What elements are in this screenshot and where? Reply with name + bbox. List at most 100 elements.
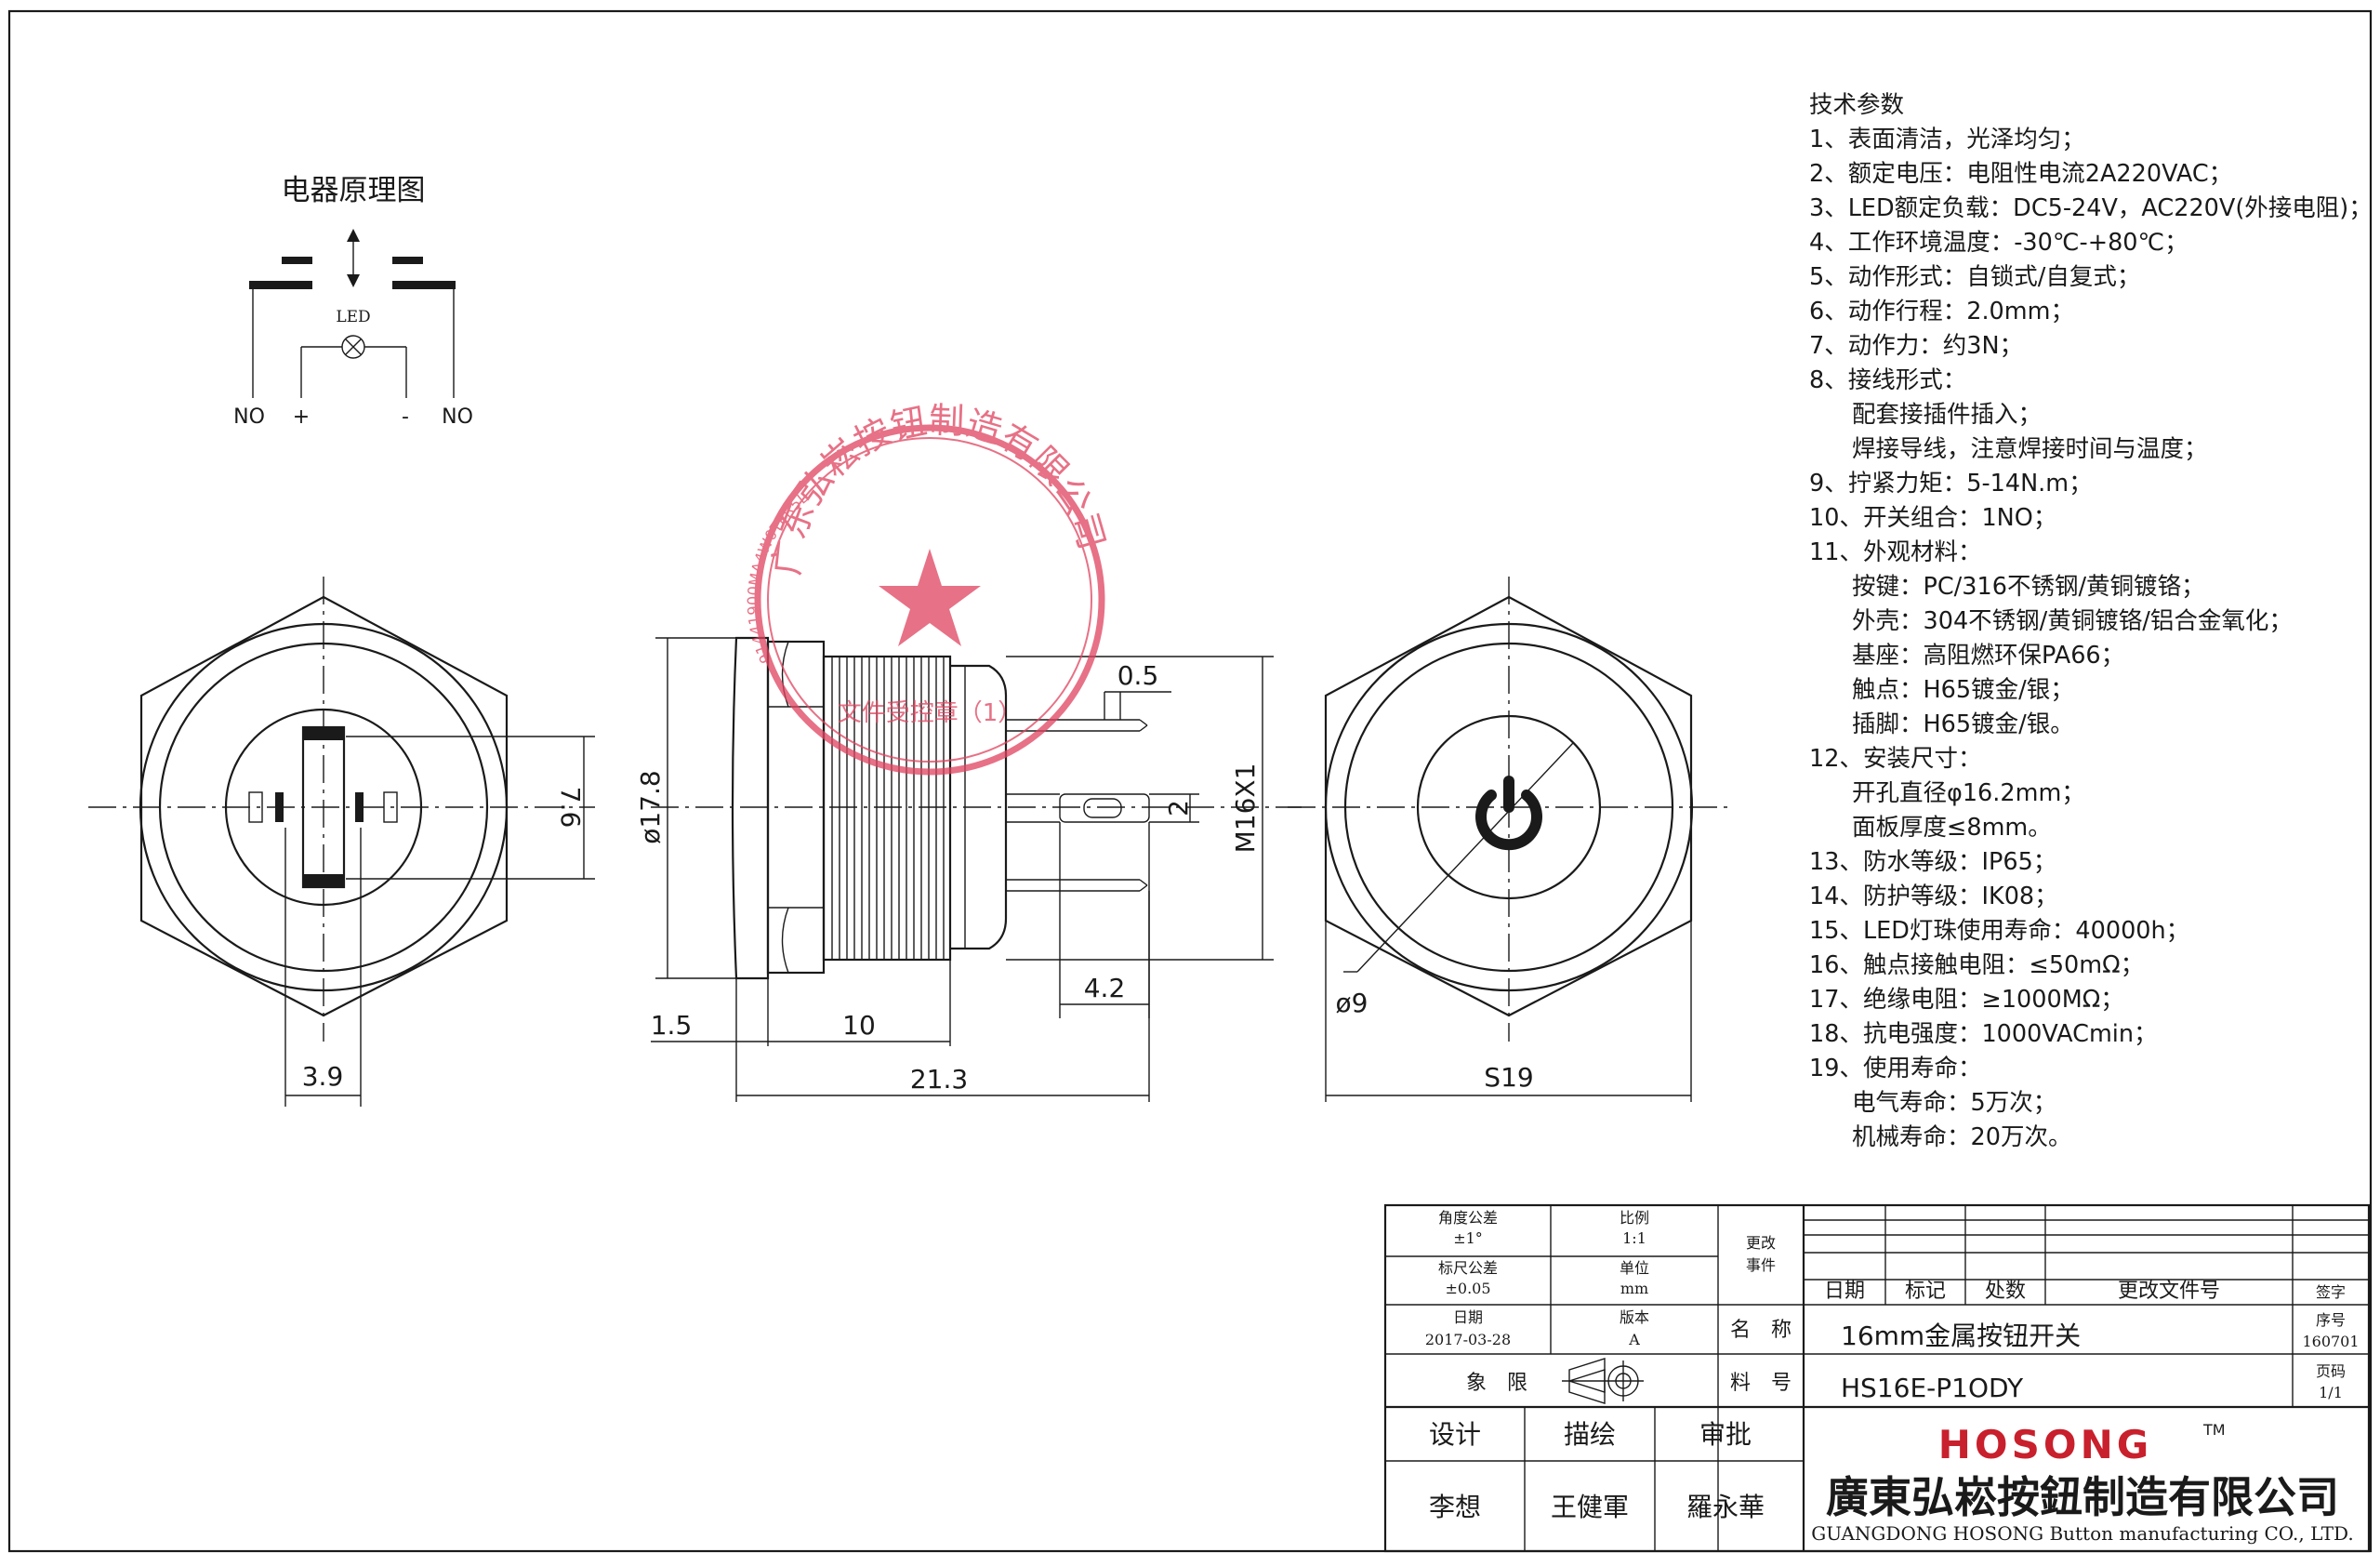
arrow-down-icon: [347, 274, 360, 287]
spec-line: 开孔直径φ16.2mm；: [1852, 779, 2085, 807]
version-label: 版本: [1620, 1308, 1649, 1326]
schematic: 电器原理图 LED NO + - NO: [233, 174, 473, 429]
drafter-name: 王健軍: [1551, 1492, 1629, 1522]
draw-label: 描绘: [1564, 1419, 1616, 1450]
dim-tol-value: ±0.05: [1445, 1280, 1490, 1297]
spec-line: 12、安装尺寸：: [1809, 745, 1981, 773]
spec-line: 4、工作环境温度：-30℃-+80℃；: [1809, 229, 2188, 257]
spec-line: 19、使用寿命：: [1809, 1055, 1981, 1082]
rear-view: 7.6 3.9: [88, 577, 595, 1107]
spec-line: 触点：H65镀金/银；: [1852, 676, 2074, 704]
spec-line: 按键：PC/316不锈钢/黄铜镀铬；: [1852, 573, 2205, 601]
spec-line: 3、LED额定负载：DC5-24V，AC220V(外接电阻)；: [1809, 194, 2373, 222]
contact-icon: [282, 257, 312, 264]
spec-line: 5、动作形式：自锁式/自复式；: [1809, 263, 2140, 291]
led-label: LED: [336, 308, 370, 326]
dim-21-3: 21.3: [910, 1064, 968, 1095]
spec-line: 9、拧紧力矩：5-14N.m；: [1809, 470, 2093, 498]
bezel: [731, 636, 770, 980]
scale-label: 比例: [1620, 1209, 1649, 1227]
change-event-label: 更改: [1746, 1234, 1776, 1252]
hdr-date: 日期: [1824, 1280, 1865, 1303]
spec-line: 8、接线形式：: [1809, 366, 1966, 394]
spec-line: 面板厚度≤8mm。: [1852, 814, 2052, 842]
minus-label: -: [402, 405, 409, 429]
angle-tol-value: ±1°: [1453, 1229, 1483, 1247]
stamp-subtext: 文件受控章（1）: [838, 699, 1023, 727]
company-name-en: GUANGDONG HOSONG Button manufacturing CO…: [1811, 1522, 2353, 1545]
spec-line: 17、绝缘电阻：≥1000MΩ；: [1809, 986, 2124, 1014]
sheet-border: [7, 9, 2373, 1553]
threaded-body: [822, 655, 952, 962]
part-label: 料 号: [1730, 1372, 1792, 1395]
name-label: 名 称: [1730, 1319, 1792, 1342]
page-label: 页码: [2316, 1362, 2346, 1380]
dim-1-5: 1.5: [651, 1010, 693, 1041]
dim-10: 10: [842, 1010, 876, 1041]
dim-tol-label: 标尺公差: [1438, 1259, 1498, 1277]
projection-symbol-icon: [1562, 1358, 1644, 1404]
spec-list: 技术参数1、表面清洁，光泽均匀；2、额定电压：电阻性电流2A220VAC；3、L…: [1809, 91, 2373, 1151]
terminal-left: [248, 791, 263, 823]
spec-line: 6、动作行程：2.0mm；: [1809, 298, 2074, 325]
arrow-up-icon: [347, 229, 360, 242]
change-event-label-2: 事件: [1746, 1256, 1776, 1274]
contact-icon: [392, 257, 423, 264]
dim-7-6: 7.6: [555, 787, 586, 829]
dim-phi-9: ø9: [1336, 988, 1368, 1018]
spec-line: 焊接导线，注意焊接时间与温度；: [1852, 435, 2208, 463]
hdr-count: 处数: [1985, 1280, 2026, 1303]
dim-0-5: 0.5: [1117, 660, 1159, 691]
dim-3-9: 3.9: [302, 1061, 344, 1092]
company-name-cn: 廣東弘崧按鈕制造有限公司: [1826, 1472, 2339, 1522]
hdr-mark: 标记: [1905, 1280, 1946, 1303]
no-label-left: NO: [233, 405, 265, 429]
hdr-docno: 更改文件号: [2118, 1280, 2220, 1303]
front-view: ø9 S19: [1288, 577, 1729, 1102]
part-value: HS16E-P1ODY: [1841, 1373, 2024, 1403]
spec-line: 18、抗电强度：1000VACmin；: [1809, 1020, 2158, 1048]
spec-line: 插脚：H65镀金/银。: [1852, 710, 2074, 738]
spec-line: 11、外观材料：: [1809, 538, 1981, 566]
quadrant-label: 象 限: [1466, 1372, 1527, 1395]
brand-logo: HOSONG: [1938, 1422, 2152, 1467]
side-view: ø17.8 0.5 2 M16X1 4.2 1.5 10 21.3: [635, 636, 1302, 1102]
spec-line: 14、防护等级：IK08；: [1809, 883, 2058, 910]
page-value: 1/1: [2319, 1384, 2343, 1401]
spec-heading: 技术参数: [1809, 91, 1904, 119]
title-block: 角度公差 ±1° 比例 1:1 更改 事件 标尺公差 ±0.05 单位 mm 日…: [1383, 1203, 2371, 1553]
spec-line: 配套接插件插入；: [1852, 401, 2042, 429]
date-label: 日期: [1453, 1308, 1483, 1326]
dim-phi-17-8: ø17.8: [635, 770, 666, 843]
spec-line: 13、防水等级：IP65；: [1809, 848, 2056, 876]
pins: [1006, 719, 1150, 892]
spec-line: 16、触点接触电阻：≤50mΩ；: [1809, 951, 2144, 979]
dim-s19: S19: [1484, 1062, 1533, 1093]
angle-tol-label: 角度公差: [1438, 1209, 1498, 1227]
power-icon: [1475, 776, 1542, 851]
seq-label: 序号: [2316, 1311, 2346, 1329]
date-value: 2017-03-28: [1425, 1331, 1511, 1348]
hdr-sign: 签字: [2316, 1283, 2346, 1301]
spec-line: 1、表面清洁，光泽均匀；: [1809, 126, 2085, 153]
seq-value: 160701: [2302, 1333, 2359, 1350]
spec-line: 基座：高阻燃环保PA66；: [1852, 642, 2124, 670]
spec-line: 电气寿命：5万次；: [1852, 1089, 2056, 1117]
rear-base: [950, 664, 1008, 950]
no-label-right: NO: [442, 405, 473, 429]
name-value: 16mm金属按钮开关: [1841, 1321, 2081, 1351]
designer-name: 李想: [1429, 1492, 1481, 1522]
plus-label: +: [293, 405, 310, 429]
company-stamp: 广东弘崧按钮制造有限公司 91441900MA4W0TPR5L 文件受控章（1）: [744, 400, 1113, 776]
spec-line: 外壳：304不锈钢/黄铜镀铬/铝合金氧化；: [1852, 607, 2293, 635]
approve-label: 审批: [1699, 1419, 1752, 1450]
scale-value: 1:1: [1622, 1229, 1646, 1247]
dim-m16x1: M16X1: [1230, 763, 1261, 854]
unit-value: mm: [1620, 1280, 1648, 1297]
spec-line: 10、开关组合：1NO；: [1809, 504, 2056, 532]
stamp-text: 广东弘崧按钮制造有限公司: [766, 400, 1113, 577]
design-label: 设计: [1429, 1419, 1481, 1450]
dim-4-2: 4.2: [1084, 973, 1126, 1003]
dim-2: 2: [1163, 800, 1194, 816]
spec-line: 15、LED灯珠使用寿命：40000h；: [1809, 917, 2189, 945]
